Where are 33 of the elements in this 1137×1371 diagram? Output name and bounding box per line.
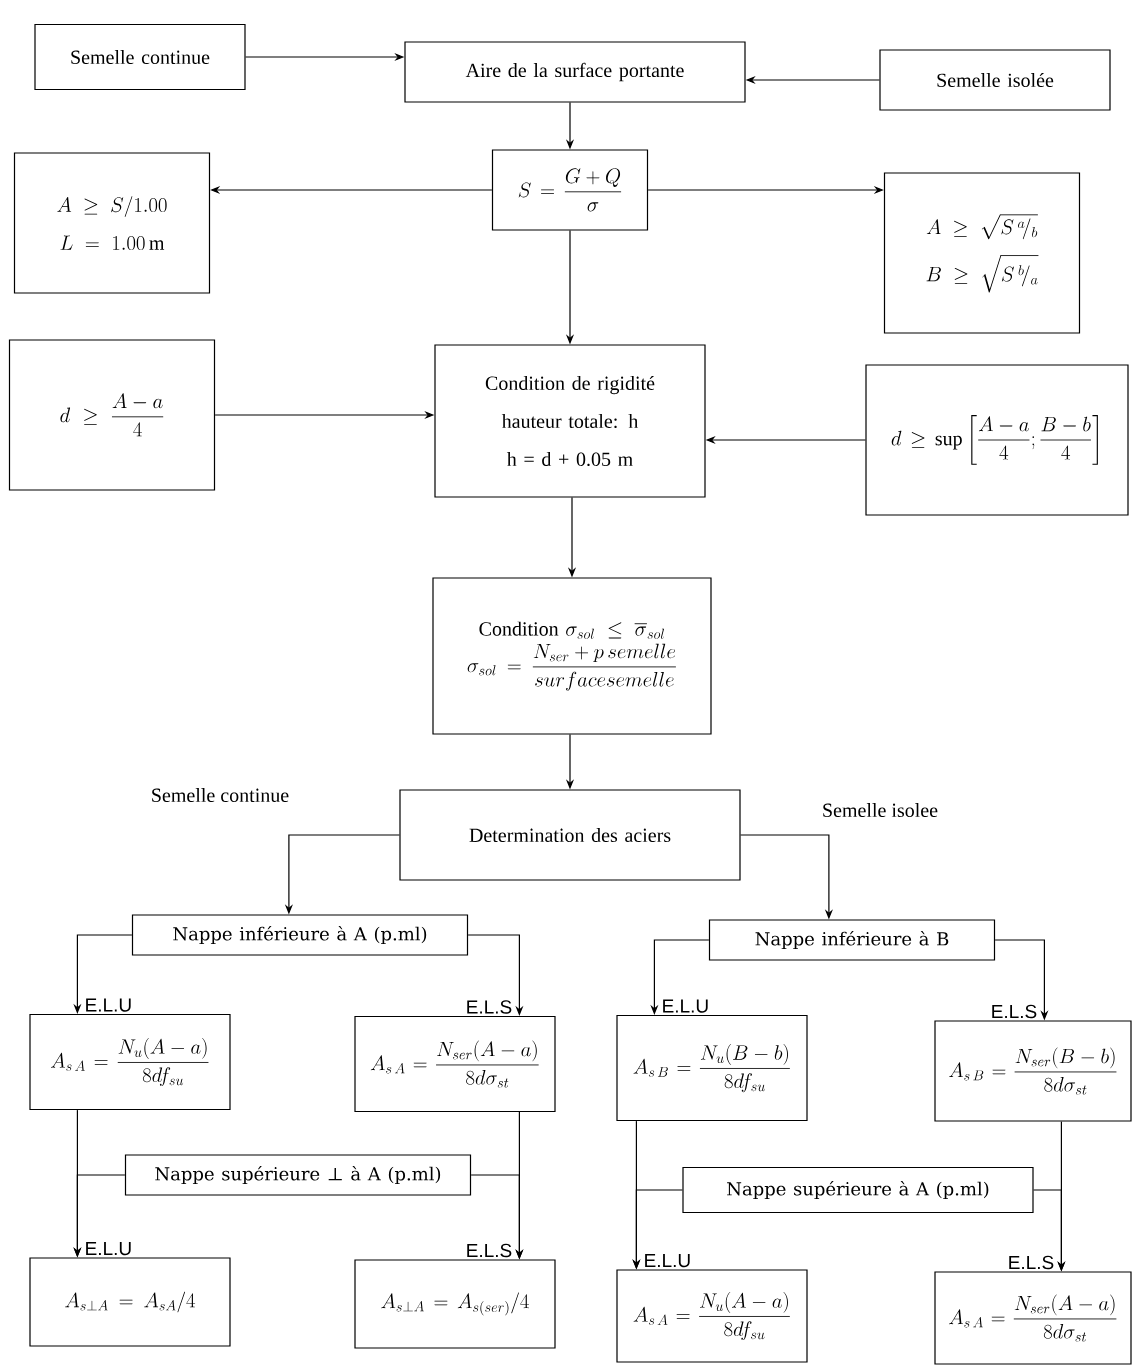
- process-box: Nappe supérieure ⊥ à A (p.ml): [124, 1154, 472, 1196]
- edge-label: E.L.S: [989, 1003, 1039, 1020]
- edge-label: E.L.S: [464, 999, 514, 1015]
- formula-box: $A_{s\,A} = \frac{N_{ser}(A-a)}{8 d \sigma_{st}}$: [354, 1015, 556, 1113]
- process-box: Nappe inférieure à B: [708, 919, 996, 961]
- group-label: Semelle continue: [152, 787, 289, 803]
- formula-box: $A_{s\,A} = \frac{N_{u}(A-a)}{8 d f_{su}}$: [616, 1269, 808, 1363]
- process-box: Nappe supérieure à A (p.ml): [682, 1166, 1034, 1214]
- formula-box: $A_{s\perp A} = A_{s(ser)}/4$: [354, 1259, 556, 1349]
- process-box: Semelle isolée: [879, 49, 1111, 111]
- process-box: Nappe inférieure à A (p.ml): [131, 914, 469, 956]
- process-box: Aire de la surface portante: [404, 41, 746, 103]
- formula-box: $A_{s\,B} = \frac{N_{u}(B-b)}{8 d f_{su}}$: [616, 1014, 808, 1122]
- edge-label: E.L.U: [642, 1252, 693, 1269]
- formula-box: $d \geq \frac{A-a}{4}$: [8, 339, 216, 491]
- formula-box: $A_{s\,B} = \frac{N_{ser}(B-b)}{8 d \sigma_{st}}$: [934, 1020, 1132, 1122]
- edge-label: E.L.U: [83, 997, 134, 1013]
- formula-box: $A_{s\perp A} = A_{sA}/4$: [29, 1257, 231, 1347]
- formula-box: $d \geq \sup\left[\frac{A-a}{4} ; \frac{B-b}{4}\right]$: [865, 364, 1129, 516]
- formula-box: $\mathrm{Condition}\ \sigma_{sol} \leq \overline{\sigma}_{sol}$ $\sigma_{sol} = \frac{N_{ser} + p\,semelle}{surfacesemelle}$: [432, 577, 712, 735]
- process-box: Semelle continue: [34, 23, 246, 91]
- formula-box: $S = \frac{G+Q}{\sigma}$: [491, 149, 649, 231]
- formula-box: $A_{s\,A} = \frac{N_{ser}(A-a)}{8 d \sigma_{st}}$: [934, 1271, 1132, 1365]
- formula-box: $A \geq S / 1.00$ $L = 1.00\,\mathrm{m}$: [13, 152, 211, 294]
- formula-box: $A_{s\,A} = \frac{N_{u}(A-a)}{8 d f_{su}}$: [29, 1013, 231, 1111]
- edge-label: E.L.U: [83, 1240, 134, 1257]
- process-box: Determination des aciers: [399, 789, 741, 881]
- group-label: Semelle isolee: [823, 802, 938, 818]
- edge-label: E.L.S: [1006, 1254, 1056, 1271]
- edge-label: E.L.U: [660, 998, 711, 1014]
- edge-label: E.L.S: [464, 1242, 514, 1259]
- formula-box: $A \geq \sqrt{S\,{}^{a}\!/_{b}}$ $B \geq \sqrt{S\,{}^{b}\!/_{a}}$: [883, 172, 1081, 334]
- process-box: Condition de rigidité hauteur totale: h h = d + 0.05 m: [434, 344, 706, 498]
